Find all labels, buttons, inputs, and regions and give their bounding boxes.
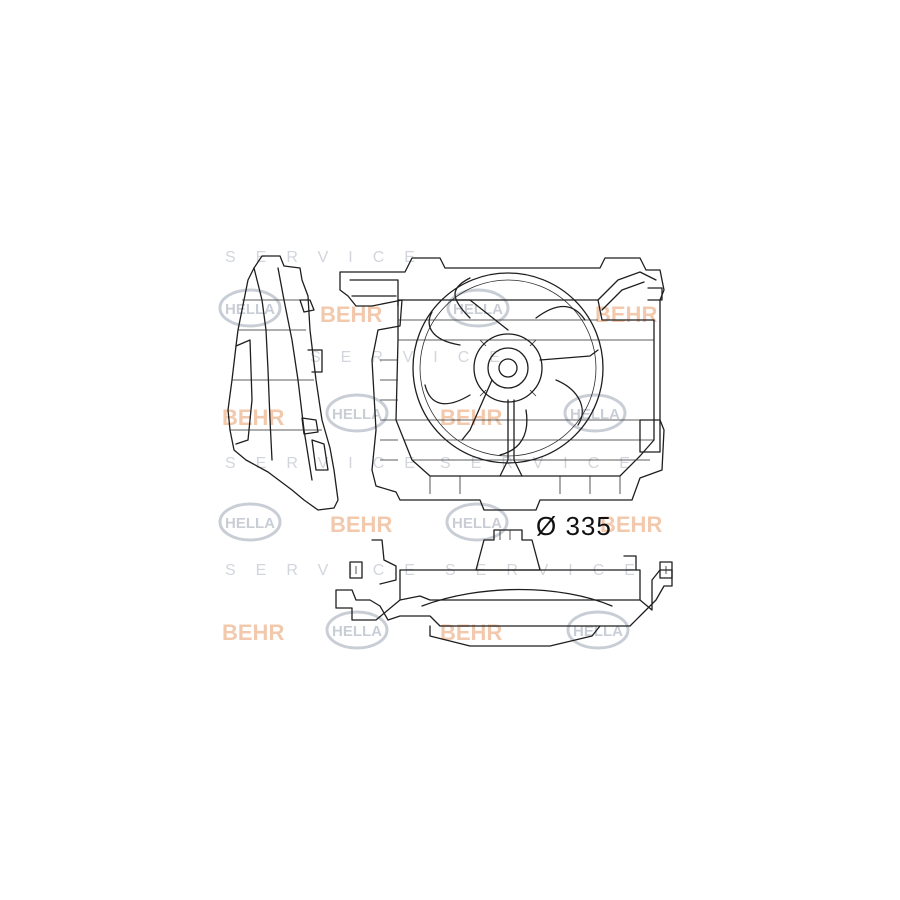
svg-text:HELLA: HELLA — [452, 515, 502, 532]
watermark-service-text: SERVICE — [225, 562, 435, 579]
watermark-hella-logo: HELLA — [566, 610, 630, 650]
side-view — [227, 255, 339, 511]
watermark-behr-logo: BEHR — [222, 620, 284, 645]
svg-text:HELLA: HELLA — [573, 623, 623, 640]
watermark-service-text: SERVICE — [225, 249, 435, 266]
svg-text:HELLA: HELLA — [225, 515, 275, 532]
watermark-behr-logo: BEHR — [222, 405, 284, 430]
watermark-hella-logo: HELLA — [325, 393, 389, 433]
watermark-hella-logo: HELLA — [445, 502, 509, 542]
watermark-behr-logo: BEHR — [330, 512, 392, 537]
watermark-hella-logo: HELLA — [325, 610, 389, 650]
svg-text:HELLA: HELLA — [332, 623, 382, 640]
diameter-dimension-label: Ø 335 — [536, 511, 612, 541]
front-view — [339, 257, 665, 511]
watermark-service-text: SERVICE — [310, 349, 520, 366]
watermark-service-text: SERVICE — [440, 455, 650, 472]
bottom-view — [335, 529, 673, 647]
watermark-behr-logo: BEHR — [600, 512, 662, 537]
watermark-hella-logo: HELLA — [218, 502, 282, 542]
svg-text:HELLA: HELLA — [332, 406, 382, 423]
